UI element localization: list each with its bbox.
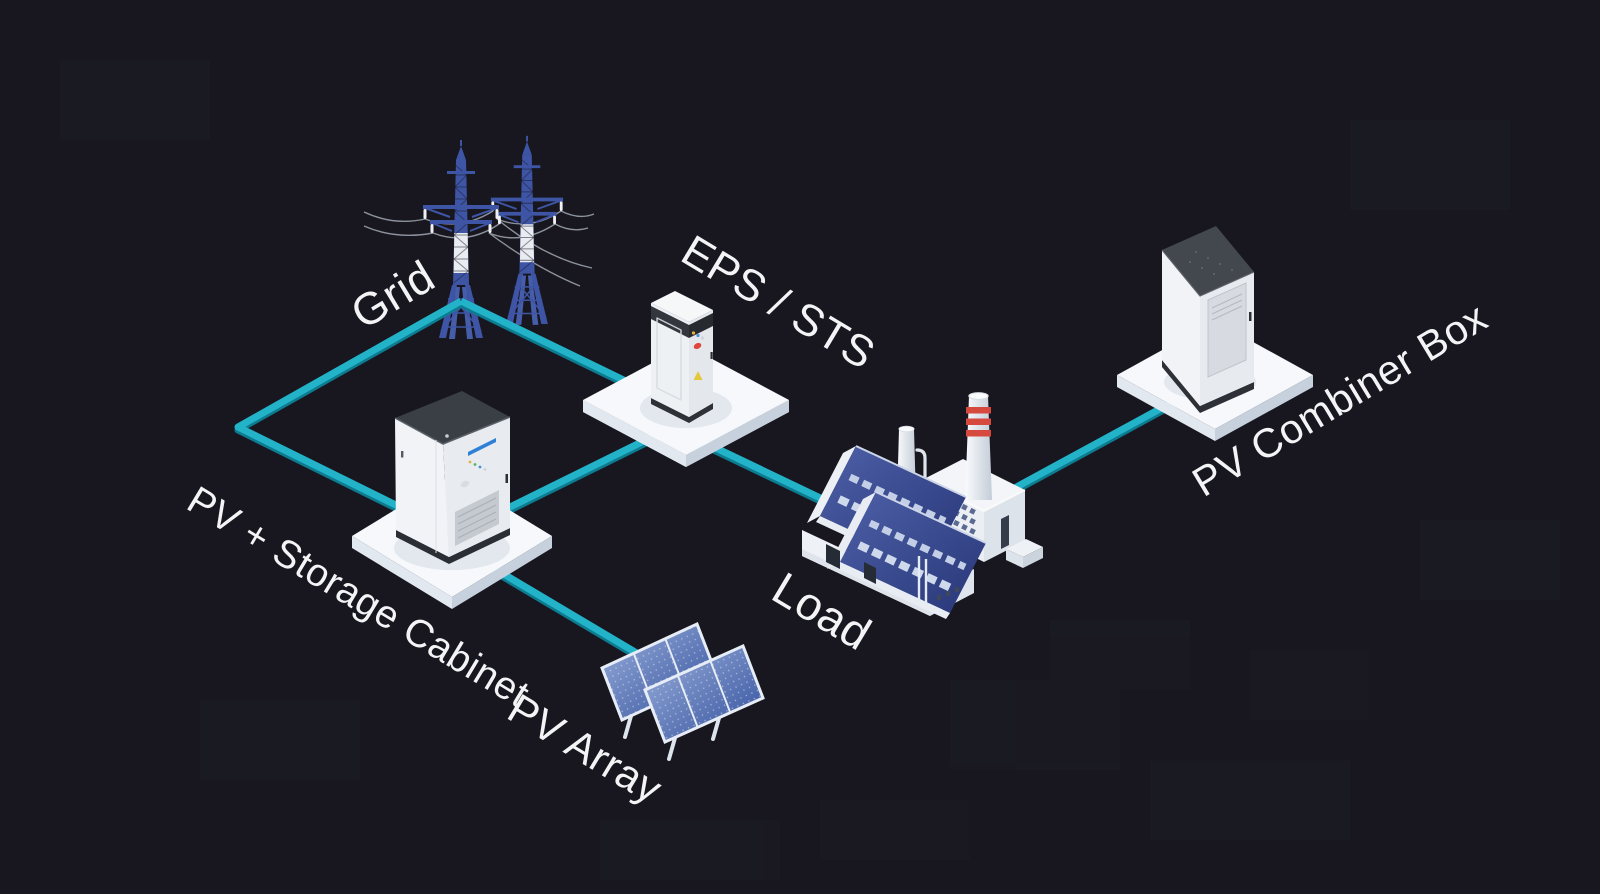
pipe-icon	[915, 448, 927, 507]
striped-chimney-icon	[965, 392, 992, 500]
line-storage-to-pv-array	[478, 556, 642, 659]
solar-panel-row	[643, 643, 765, 745]
background-texture	[60, 60, 1560, 880]
line-grid-to-eps	[459, 297, 642, 392]
pv-array-icon	[600, 621, 765, 761]
pv-storage-cabinet-icon	[352, 391, 552, 609]
pv-combiner-box-icon	[1117, 226, 1313, 441]
eps-sts-cabinet-icon	[583, 291, 789, 467]
line-grid-to-storage	[234, 297, 463, 521]
line-load-to-combiner	[998, 394, 1182, 500]
load-factory-icon	[802, 392, 1043, 619]
